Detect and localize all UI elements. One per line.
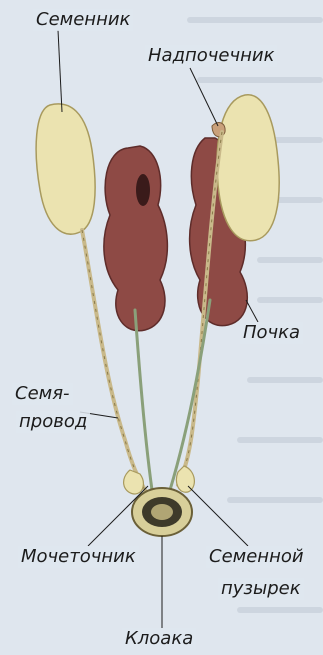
label-seminal-vesicle-line2: пузырек bbox=[218, 578, 304, 600]
label-kidney: Почка bbox=[240, 322, 303, 344]
left-testis bbox=[36, 104, 95, 234]
label-cloaca: Клоака bbox=[122, 628, 196, 650]
label-vas-deferens-line1: Семя- bbox=[12, 383, 73, 405]
right-testis bbox=[217, 95, 279, 241]
left-kidney bbox=[104, 146, 168, 331]
label-seminal-vesicle-line1: Семенной bbox=[206, 546, 307, 568]
label-testis: Семенник bbox=[33, 9, 133, 31]
label-ureter: Мочеточник bbox=[18, 546, 139, 568]
left-seminal-vesicle bbox=[124, 470, 144, 494]
label-vas-deferens-line2: провод bbox=[16, 411, 90, 433]
cloaca bbox=[132, 488, 192, 536]
right-seminal-vesicle bbox=[176, 466, 194, 492]
label-adrenal: Надпочечник bbox=[145, 45, 277, 67]
